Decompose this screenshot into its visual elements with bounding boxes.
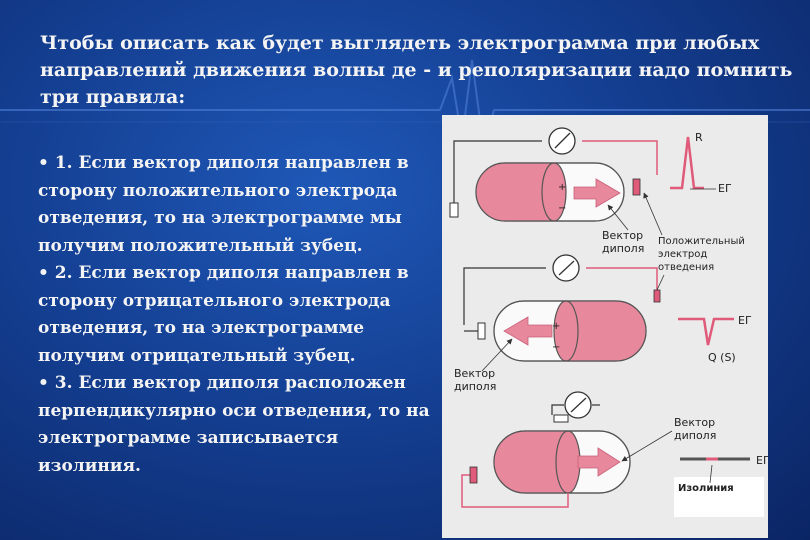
dipole-vector-arrow-right	[577, 447, 621, 477]
r-wave-trace	[670, 136, 704, 190]
positive-electrode	[632, 178, 641, 196]
rule-2: • 2. Если вектор диполя направлен в стор…	[38, 263, 409, 366]
galvanometer-icon	[564, 391, 592, 419]
panel-3-isoline: Вектор диполя ЕГ Изолиния	[461, 391, 768, 517]
rules-list: • 1. Если вектор диполя направлен в стор…	[38, 150, 438, 480]
eg-label-3: ЕГ	[756, 454, 768, 467]
vector-label-3a: Вектор	[674, 416, 715, 429]
negative-electrode	[477, 322, 486, 340]
plus-sign: +	[552, 321, 560, 332]
qs-wave-trace	[678, 317, 734, 346]
isoline-label: Изолиния	[678, 483, 734, 494]
panel-2-negative-deflection: + − ЕГ Q (S) Вектор диполя	[454, 254, 752, 393]
rule-3: • 3. Если вектор диполя расположен перпе…	[38, 373, 430, 476]
plus-sign: +	[558, 182, 566, 193]
tissue-cylinder	[493, 300, 647, 362]
vector-label-2b: диполя	[454, 380, 496, 393]
tissue-cylinder	[493, 430, 631, 494]
positive-electrode	[653, 289, 661, 303]
negative-electrode	[449, 202, 459, 218]
galvanometer-icon	[548, 127, 576, 155]
galvanometer-icon	[552, 254, 580, 282]
vector-label-1b: диполя	[602, 242, 644, 255]
tissue-cylinder	[475, 162, 625, 222]
r-wave-label: R	[695, 131, 703, 144]
eg-label-2: ЕГ	[738, 314, 752, 327]
positive-electrode-label-b: электрод	[658, 249, 707, 260]
rule-1: • 1. Если вектор диполя направлен в стор…	[38, 153, 409, 256]
vector-label-2a: Вектор	[454, 367, 495, 380]
eg-label-1: ЕГ	[718, 182, 732, 195]
vector-label-3b: диполя	[674, 429, 716, 442]
vector-label-1a: Вектор	[602, 229, 643, 242]
minus-sign: −	[558, 203, 566, 214]
dipole-diagram: + − R ЕГ Вектор диполя Положительный эле…	[449, 127, 768, 517]
slide-title: Чтобы описать как будет выглядеть электр…	[40, 32, 793, 108]
dipole-vector-arrow-right	[573, 178, 621, 208]
isoline-label-box	[674, 477, 764, 517]
positive-electrode-label-c: отведения	[658, 262, 714, 273]
dipole-diagram-panel: + − R ЕГ Вектор диполя Положительный эле…	[442, 115, 768, 538]
positive-electrode-label-a: Положительный	[658, 236, 745, 247]
dipole-vector-arrow-left	[503, 316, 553, 346]
positive-electrode	[469, 466, 478, 484]
negative-electrode	[553, 414, 569, 423]
panel-1-positive-deflection: + − R ЕГ Вектор диполя Положительный эле…	[449, 127, 745, 273]
minus-sign: −	[552, 342, 560, 353]
qs-wave-label: Q (S)	[708, 351, 736, 364]
